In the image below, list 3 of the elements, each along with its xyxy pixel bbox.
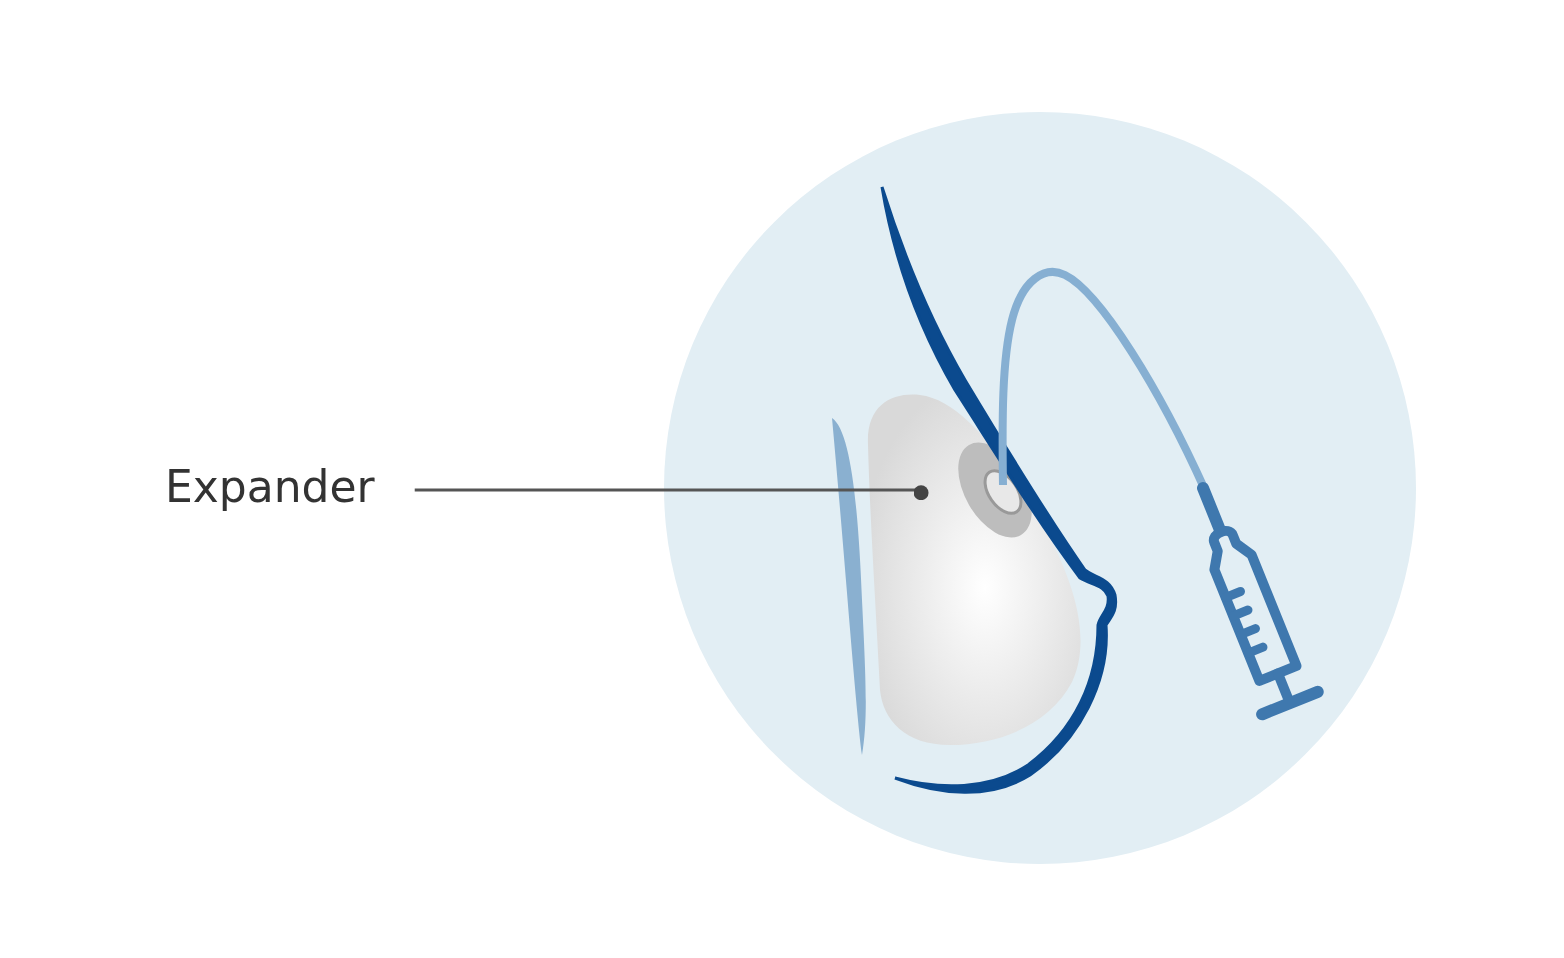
- part-label: Expander: [165, 461, 375, 512]
- leader-line: [414, 485, 929, 501]
- tissue-expander-drawing: [832, 185, 1324, 794]
